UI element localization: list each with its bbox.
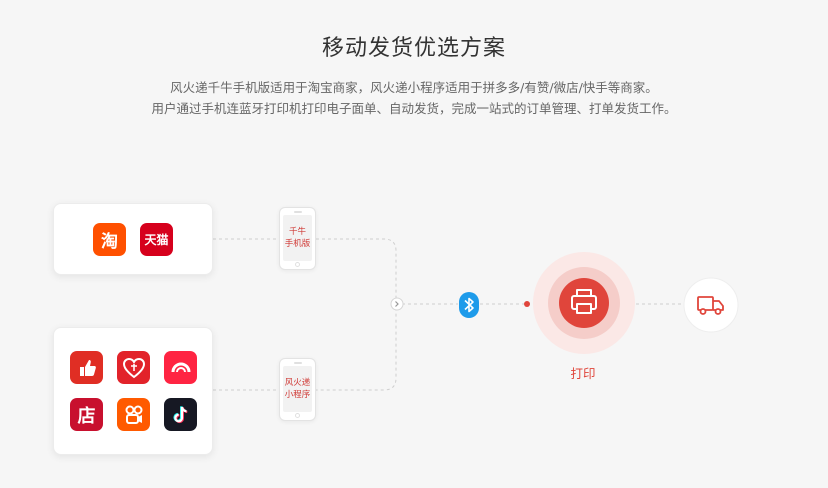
weidian-icon: 店 — [70, 398, 103, 431]
phone-home-button — [295, 262, 300, 267]
tmall-icon: 天猫 — [140, 223, 173, 256]
printer-icon[interactable] — [532, 251, 636, 355]
qianniu-phone: 千牛 手机版 — [279, 207, 316, 270]
xiaohongshu-icon — [164, 351, 197, 384]
chevron-right-icon — [390, 297, 404, 311]
print-label: 打印 — [570, 366, 596, 381]
phone-screen: 风火递 小程序 — [283, 366, 312, 412]
page-title: 移动发货优选方案 — [321, 36, 506, 61]
taobao-platform-card: 淘 天猫 — [53, 203, 213, 275]
phone-speaker — [294, 211, 302, 213]
connection-dot — [524, 301, 530, 307]
kuaishou-icon — [117, 398, 150, 431]
phone-speaker — [294, 362, 302, 364]
bluetooth-icon — [459, 292, 479, 318]
miniprogram-phone: 风火递 小程序 — [279, 358, 316, 421]
phone-label-line-2: 手机版 — [284, 239, 311, 249]
phone-home-button — [295, 413, 300, 418]
youzan-icon — [117, 351, 150, 384]
subtitle-line-2: 用户通过手机连蓝牙打印机打印电子面单、自动发货，完成一站式的订单管理、打单发货工… — [151, 101, 677, 116]
phone-screen: 千牛 手机版 — [283, 215, 312, 261]
truck-icon — [683, 277, 739, 333]
taobao-icon: 淘 — [93, 223, 126, 256]
douyin-icon — [164, 398, 197, 431]
phone-label-line-1: 风火递 — [284, 378, 311, 388]
subtitle-line-1: 风火递千牛手机版适用于淘宝商家，风火递小程序适用于拼多多/有赞/微店/快手等商家… — [170, 80, 658, 95]
phone-label-line-1: 千牛 — [288, 227, 306, 237]
phone-label-line-2: 小程序 — [284, 390, 311, 400]
other-platforms-card: 店 — [53, 327, 213, 455]
pinduoduo-icon — [70, 351, 103, 384]
